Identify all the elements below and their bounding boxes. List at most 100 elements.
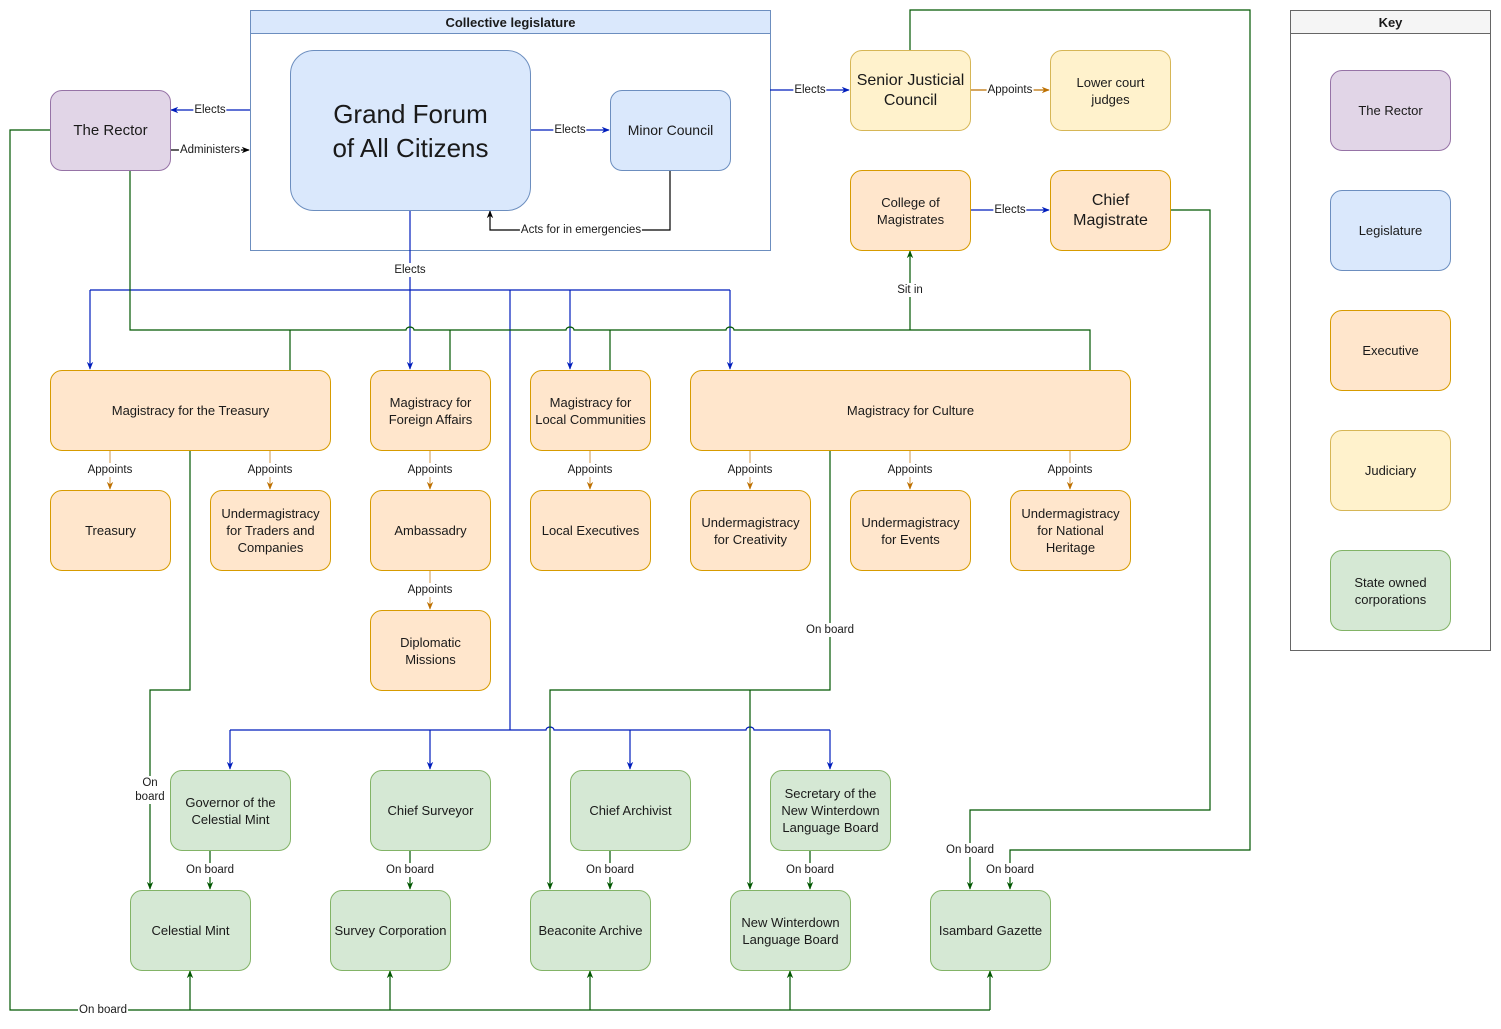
key-item-executive: Executive xyxy=(1330,310,1451,391)
node-magistracy-local-communities[interactable]: Magistracy for Local Communities xyxy=(530,370,651,451)
node-label: Diplomatic Missions xyxy=(400,634,461,667)
node-new-winterdown-language-board[interactable]: New Winterdown Language Board xyxy=(730,890,851,971)
node-label: Beaconite Archive xyxy=(538,923,643,938)
key-item-label: Judiciary xyxy=(1364,463,1417,478)
edge-label: Appoints xyxy=(1046,463,1094,477)
node-label: Lower court judges xyxy=(1076,74,1145,107)
edge-label: Elects xyxy=(393,263,427,277)
edge-label: Elects xyxy=(793,83,827,97)
node-celestial-mint[interactable]: Celestial Mint xyxy=(130,890,251,971)
node-senior-justicial-council[interactable]: Senior Justicial Council xyxy=(850,50,971,131)
node-minor-council[interactable]: Minor Council xyxy=(610,90,731,171)
node-label: Grand Forum of All Citizens xyxy=(332,98,489,163)
edge-label: On board xyxy=(985,863,1035,877)
edge-label: Elects xyxy=(193,103,227,117)
edge-label: Elects xyxy=(993,203,1027,217)
collective-legislature-container[interactable]: Collective legislature xyxy=(250,10,771,251)
node-label: Undermagistracy for Traders and Companie… xyxy=(221,506,320,555)
key-item-label: The Rector xyxy=(1358,103,1423,118)
edge-label: On board xyxy=(134,776,166,804)
node-local-executives[interactable]: Local Executives xyxy=(530,490,651,571)
node-magistracy-foreign-affairs[interactable]: Magistracy for Foreign Affairs xyxy=(370,370,491,451)
edge-label: Sit in xyxy=(896,283,924,297)
node-label: Survey Corporation xyxy=(334,923,447,938)
node-label: Magistracy for Culture xyxy=(846,403,975,418)
key-item-label: Legislature xyxy=(1358,223,1423,238)
node-treasury[interactable]: Treasury xyxy=(50,490,171,571)
edge-label: Elects xyxy=(553,123,587,137)
node-diplomatic-missions[interactable]: Diplomatic Missions xyxy=(370,610,491,691)
collective-legislature-title: Collective legislature xyxy=(251,11,770,34)
node-label: Isambard Gazette xyxy=(938,923,1043,938)
edge-chief-magistrate-on-board-gazette xyxy=(966,209,1211,890)
edge-label: Appoints xyxy=(406,463,454,477)
node-label: Chief Archivist xyxy=(589,803,672,818)
edge-label: Appoints xyxy=(406,583,454,597)
node-governor-celestial-mint[interactable]: Governor of the Celestial Mint xyxy=(170,770,291,851)
edge-label: On board xyxy=(78,1003,128,1017)
node-label: Magistracy for Local Communities xyxy=(535,394,646,427)
key-item-state-owned-corporations: State owned corporations xyxy=(1330,550,1451,631)
key-title: Key xyxy=(1291,11,1490,34)
edge-sjc-on-board-gazette xyxy=(909,9,1251,890)
edge-label: On board xyxy=(945,843,995,857)
edge-label: On board xyxy=(185,863,235,877)
key-item-legislature: Legislature xyxy=(1330,190,1451,271)
node-grand-forum[interactable]: Grand Forum of All Citizens xyxy=(290,50,531,211)
edge-label: Appoints xyxy=(566,463,614,477)
node-label: Treasury xyxy=(85,523,136,538)
node-label: Secretary of the New Winterdown Language… xyxy=(781,786,880,835)
node-the-rector[interactable]: The Rector xyxy=(50,90,171,171)
edge-label: On board xyxy=(385,863,435,877)
node-label: The Rector xyxy=(73,122,148,139)
edge-label: Appoints xyxy=(246,463,294,477)
node-chief-magistrate[interactable]: Chief Magistrate xyxy=(1050,170,1171,251)
node-label: Undermagistracy for National Heritage xyxy=(1021,506,1120,555)
node-label: College of Magistrates xyxy=(876,194,945,227)
node-chief-surveyor[interactable]: Chief Surveyor xyxy=(370,770,491,851)
node-survey-corporation[interactable]: Survey Corporation xyxy=(330,890,451,971)
key-item-label: Executive xyxy=(1362,343,1419,358)
key-item-judiciary: Judiciary xyxy=(1330,430,1451,511)
edge-label: Administers xyxy=(178,143,242,157)
edge-label: On board xyxy=(805,623,855,637)
edge-label: Appoints xyxy=(886,463,934,477)
node-beaconite-archive[interactable]: Beaconite Archive xyxy=(530,890,651,971)
node-lower-court-judges[interactable]: Lower court judges xyxy=(1050,50,1171,131)
node-label: Minor Council xyxy=(627,122,714,138)
edge-label: Appoints xyxy=(86,463,134,477)
edge-label: Appoints xyxy=(726,463,774,477)
edge-culture-on-board-archive xyxy=(546,450,831,890)
sit-in-bus xyxy=(129,170,1091,370)
node-isambard-gazette[interactable]: Isambard Gazette xyxy=(930,890,1051,971)
node-secretary-language-board[interactable]: Secretary of the New Winterdown Language… xyxy=(770,770,891,851)
node-label: Senior Justicial Council xyxy=(856,71,965,109)
node-label: New Winterdown Language Board xyxy=(741,914,840,947)
node-magistracy-treasury[interactable]: Magistracy for the Treasury xyxy=(50,370,331,451)
node-label: Chief Surveyor xyxy=(387,803,474,818)
edge-forum-elects-officials xyxy=(86,210,834,770)
node-undermagistracy-heritage[interactable]: Undermagistracy for National Heritage xyxy=(1010,490,1131,571)
node-ambassadry[interactable]: Ambassadry xyxy=(370,490,491,571)
edge-label: On board xyxy=(585,863,635,877)
node-label: Chief Magistrate xyxy=(1073,191,1148,229)
node-label: Governor of the Celestial Mint xyxy=(185,794,276,827)
node-label: Celestial Mint xyxy=(151,923,230,938)
key-item-rector: The Rector xyxy=(1330,70,1451,151)
node-undermagistracy-traders[interactable]: Undermagistracy for Traders and Companie… xyxy=(210,490,331,571)
node-label: Magistracy for Foreign Affairs xyxy=(388,394,473,427)
node-label: Local Executives xyxy=(541,523,640,538)
edge-label: Appoints xyxy=(986,83,1034,97)
node-undermagistracy-creativity[interactable]: Undermagistracy for Creativity xyxy=(690,490,811,571)
node-magistracy-culture[interactable]: Magistracy for Culture xyxy=(690,370,1131,451)
node-label: Ambassadry xyxy=(394,523,467,538)
node-label: Magistracy for the Treasury xyxy=(111,403,270,418)
node-chief-archivist[interactable]: Chief Archivist xyxy=(570,770,691,851)
node-undermagistracy-events[interactable]: Undermagistracy for Events xyxy=(850,490,971,571)
edge-rector-on-board-bus xyxy=(9,129,990,1011)
node-label: Undermagistracy for Creativity xyxy=(701,514,800,547)
key-item-label: State owned corporations xyxy=(1354,574,1427,607)
node-college-of-magistrates[interactable]: College of Magistrates xyxy=(850,170,971,251)
node-label: Undermagistracy for Events xyxy=(861,514,960,547)
